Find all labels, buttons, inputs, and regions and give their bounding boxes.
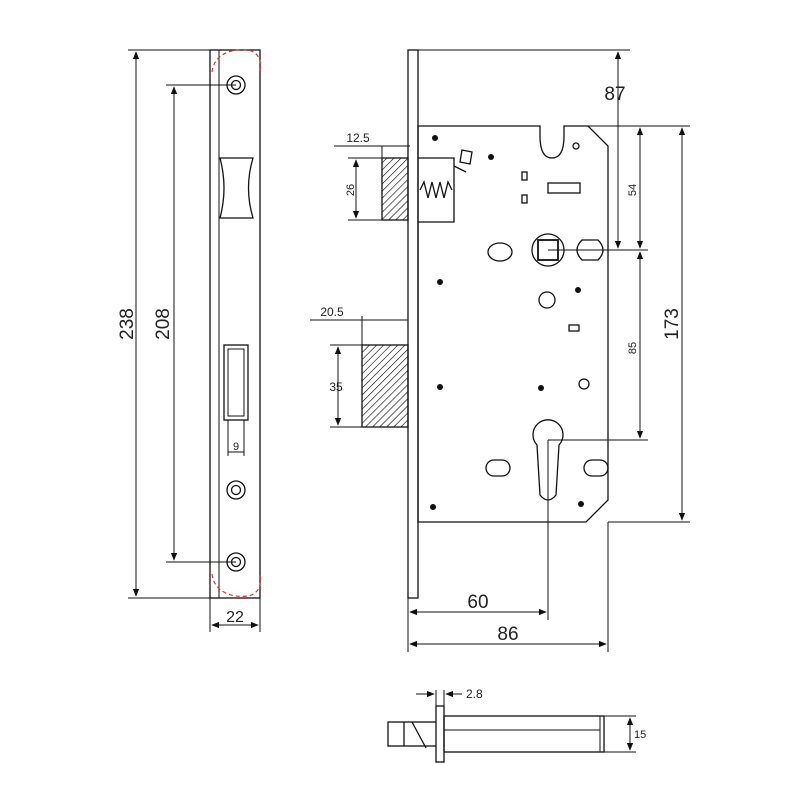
- dim-deadbolt-projection: 20.5: [320, 305, 344, 319]
- dim-right-group: 87 54 85 173: [418, 49, 690, 523]
- bolt-body: [443, 715, 605, 753]
- dim-bolt-height: 15: [634, 729, 646, 741]
- lock-body-side-view: [361, 49, 609, 599]
- deadbolt-slot: [223, 344, 249, 421]
- dim-slot-width: 9: [233, 441, 239, 453]
- lock-case: [417, 125, 609, 523]
- dim-faceplate-length-group: 238: [117, 49, 210, 599]
- dim-deadbolt-height: 35: [329, 380, 343, 394]
- dim-plate-thickness: 2.8: [466, 687, 483, 701]
- dim-deadbolt-group: 20.5 35: [310, 305, 408, 428]
- dim-handle-to-cylinder: 85: [627, 342, 639, 354]
- dim-screw-spacing-group: 208: [153, 84, 236, 563]
- dim-bottom-group: 60 86: [407, 440, 609, 652]
- latch-opening: [219, 157, 254, 219]
- corner-mark-top: [211, 49, 262, 73]
- faceplate-edge: [407, 49, 419, 599]
- faceplate-front-view: 9: [209, 49, 262, 599]
- dim-case-height: 173: [662, 308, 683, 340]
- middle-screw-hole: [226, 480, 246, 500]
- dim-latch-projection: 12.5: [346, 131, 370, 145]
- dim-top-to-handle: 87: [604, 84, 625, 105]
- dim-faceplate-length: 238: [117, 308, 138, 340]
- dim-screw-spacing: 208: [153, 308, 174, 340]
- deadbolt: [361, 344, 409, 428]
- dim-backset: 60: [467, 592, 488, 613]
- latch-spring: [419, 180, 453, 199]
- faceplate-outline: [209, 49, 261, 599]
- dim-faceplate-width-group: 22: [209, 598, 261, 632]
- corner-mark-bottom: [211, 573, 262, 597]
- dim-latch-group: 12.5 26: [334, 131, 410, 221]
- dim-case-top-to-handle: 54: [627, 184, 639, 196]
- bolt-top-view: 2.8 15: [387, 687, 646, 763]
- square-slot: [547, 182, 581, 194]
- dim-case-depth: 86: [497, 624, 518, 645]
- latch-bolt: [381, 157, 409, 221]
- dim-faceplate-width: 22: [226, 609, 244, 626]
- dim-latch-height: 26: [345, 184, 357, 196]
